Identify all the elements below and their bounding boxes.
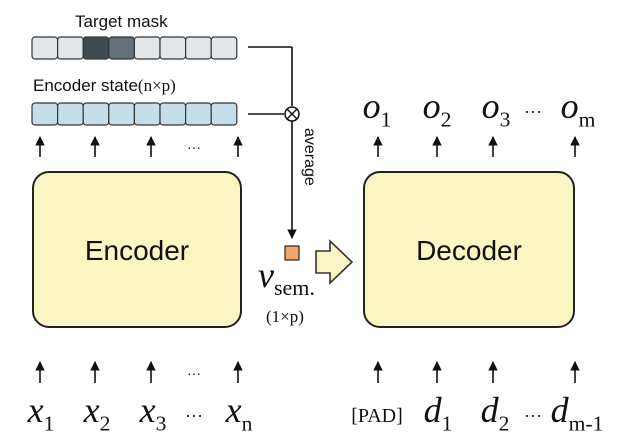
encoder-state-shape: (n×p): [138, 76, 176, 95]
mask-cell: [210, 36, 238, 60]
target-mask-label: Target mask: [75, 12, 168, 31]
encoder-state-row: [31, 102, 238, 126]
decoder-input-token: dm-1: [551, 390, 604, 436]
semantic-vector-label: vsem.: [258, 255, 315, 300]
state-cell: [108, 102, 136, 126]
encoder-state-title: Encoder state: [33, 76, 138, 95]
mask-cell: [133, 36, 161, 60]
decoder-output-token: o3: [482, 86, 511, 132]
encoder-label: Encoder: [85, 235, 189, 266]
decoder-block: Decoder: [363, 171, 575, 328]
decoder-output-token: o2: [423, 86, 452, 132]
flow-arrows: [35, 136, 580, 383]
state-cell: [210, 102, 238, 126]
state-cell: [56, 102, 84, 126]
mask-connector: [248, 46, 293, 106]
encoder-state-label: Encoder state(n×p): [33, 76, 176, 95]
decoder-output-token: o1: [363, 86, 392, 132]
encoder-input-arrow-ellipsis: ···: [187, 365, 201, 381]
mask-cell: [108, 36, 136, 60]
mask-cell: [185, 36, 212, 60]
hollow-arrow: [315, 239, 354, 285]
average-label: average: [301, 128, 318, 186]
encoder-input-token: x2: [83, 390, 111, 436]
state-cell: [82, 102, 110, 126]
state-cell: [133, 102, 161, 126]
token-labels: ··· ··· x1 x2 x3 ··· xn [PAD] d1 d2 ··· dm-1 o1 o2 o3 ·…: [27, 86, 604, 436]
encoder-box: [32, 171, 242, 328]
encoder-input-token: x1: [27, 390, 55, 436]
mask-cell: [159, 36, 187, 60]
decoder-input-token: d2: [481, 390, 510, 436]
semantic-vector-shape: (1×p): [266, 307, 304, 326]
state-cell: [31, 102, 59, 126]
encoder-state-ellipsis: ···: [187, 139, 201, 155]
encoder-input-token: x3: [139, 390, 167, 436]
mask-cell: [82, 36, 110, 60]
state-cell: [159, 102, 187, 126]
decoder-input-token: ···: [524, 406, 542, 426]
semantic-vector-symbol: v: [258, 255, 274, 295]
mask-cell: [56, 36, 84, 60]
decoder-input-token: [PAD]: [351, 405, 403, 427]
multiply-node: [284, 106, 300, 122]
decoder-box: [363, 171, 575, 328]
semantic-vector-cell: [284, 245, 300, 261]
encoder-input-token: xn: [225, 390, 253, 436]
decoder-label: Decoder: [416, 235, 522, 266]
state-cell: [185, 102, 212, 126]
decoder-input-token: d1: [424, 390, 453, 436]
mask-cell: [31, 36, 59, 60]
encoder-input-token: ···: [185, 406, 203, 426]
decoder-output-token: ···: [524, 102, 542, 122]
semantic-vector-subscript: sem.: [274, 275, 315, 300]
decoder-output-token: om: [561, 86, 596, 132]
encoder-block: Encoder: [32, 171, 242, 328]
target-mask-row: [31, 36, 238, 60]
